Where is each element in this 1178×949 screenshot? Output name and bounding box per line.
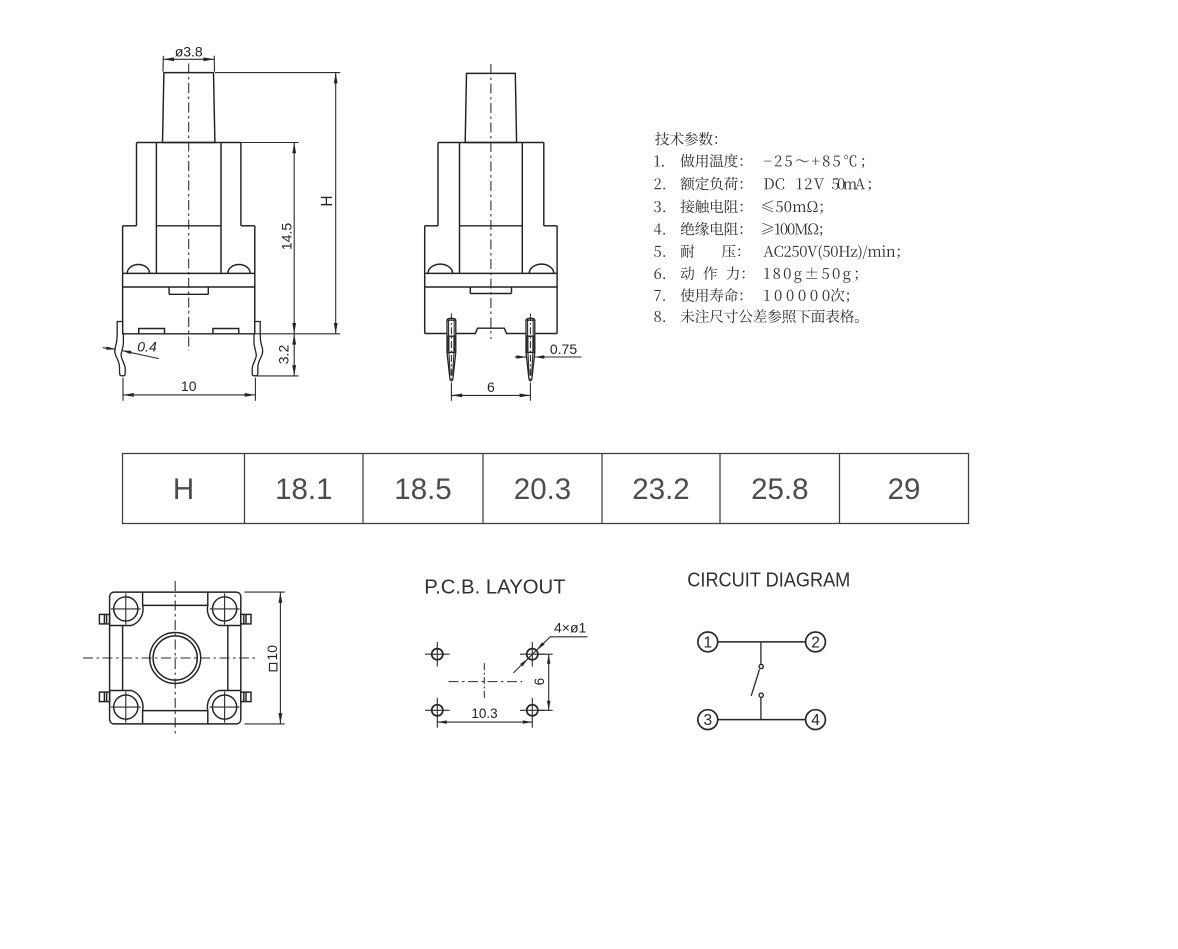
svg-text:10: 10 (264, 645, 280, 661)
svg-text:6: 6 (487, 379, 495, 395)
svg-text:6: 6 (532, 678, 547, 686)
svg-text:1: 1 (703, 634, 712, 651)
svg-text:29: 29 (888, 473, 921, 506)
svg-text:CIRCUIT DIAGRAM: CIRCUIT DIAGRAM (687, 568, 850, 591)
svg-text:4×ø1: 4×ø1 (554, 619, 587, 635)
svg-text:4: 4 (811, 712, 820, 729)
svg-text:20.3: 20.3 (514, 473, 571, 506)
svg-text:H: H (319, 195, 336, 206)
svg-text:18.1: 18.1 (275, 473, 332, 506)
svg-text:3.2: 3.2 (275, 345, 291, 365)
svg-text:ø3.8: ø3.8 (175, 43, 203, 59)
svg-text:3: 3 (703, 712, 712, 729)
svg-text:0.4: 0.4 (137, 338, 157, 354)
svg-text:14.5: 14.5 (278, 223, 294, 250)
svg-text:0.75: 0.75 (550, 341, 577, 357)
svg-text:H: H (173, 473, 194, 506)
svg-text:23.2: 23.2 (632, 473, 689, 506)
svg-text:10.3: 10.3 (471, 706, 497, 721)
svg-text:P.C.B. LAYOUT: P.C.B. LAYOUT (424, 575, 566, 598)
svg-text:10: 10 (181, 378, 197, 394)
svg-text:25.8: 25.8 (751, 473, 808, 506)
svg-text:18.5: 18.5 (394, 473, 451, 506)
svg-text:2: 2 (811, 634, 820, 651)
